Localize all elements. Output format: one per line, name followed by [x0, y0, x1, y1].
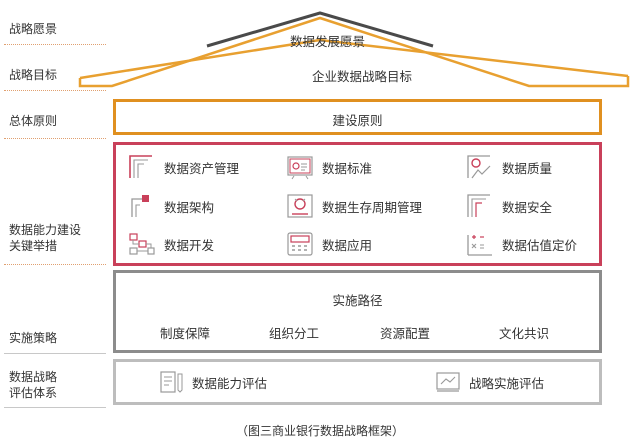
roof-graphics: [78, 11, 630, 88]
row-divider: [4, 264, 106, 265]
capability-item: 数据开发: [128, 231, 214, 257]
security-icon: [467, 194, 490, 217]
row-label-vision: 战略愿景: [9, 22, 58, 36]
capability-label: 数据架构: [164, 199, 215, 215]
row-divider: [4, 44, 106, 45]
strategy-item: 制度保障: [160, 326, 211, 341]
row-label-goal: 战略目标: [9, 68, 58, 82]
row-label-evaluation: 数据战略 评估体系: [9, 370, 58, 400]
goal-roof-inner: [79, 38, 629, 80]
row-divider: [4, 90, 106, 91]
evaluation-box: [113, 359, 602, 405]
evaluation-label: 数据能力评估: [192, 375, 268, 391]
lifecycle-icon: [287, 194, 313, 218]
row-label-capability: 数据能力建设 关键举措: [9, 223, 82, 253]
strategy-item: 文化共识: [499, 326, 550, 341]
capability-label: 数据估值定价: [502, 237, 578, 253]
capability-label: 数据资产管理: [164, 160, 240, 176]
capability-label: 数据开发: [164, 237, 215, 253]
evaluation-item: 数据能力评估: [158, 370, 267, 394]
capability-item: 数据应用: [286, 231, 372, 257]
principle-text: 建设原则: [332, 113, 383, 128]
development-icon: [129, 233, 155, 255]
asset-management-icon: [129, 155, 152, 178]
goal-roof-outline: [78, 16, 630, 88]
valuation-icon: [467, 235, 492, 256]
row-divider: [4, 353, 106, 354]
capability-item: 数据估值定价: [466, 231, 577, 257]
capability-item: 数据生存周期管理: [286, 193, 422, 219]
capability-label: 数据应用: [322, 237, 373, 253]
strategy-item: 组织分工: [269, 326, 320, 341]
row-divider: [4, 407, 106, 408]
capability-item: 数据安全: [466, 193, 552, 219]
strategy-item: 资源配置: [380, 326, 431, 341]
evaluation-label: 战略实施评估: [469, 375, 545, 391]
row-divider: [4, 138, 106, 139]
application-icon: [287, 232, 313, 256]
evaluation-item: 战略实施评估: [435, 370, 544, 394]
figure-caption: （图三商业银行数据战略框架）: [235, 424, 404, 438]
capability-item: 数据资产管理: [128, 154, 239, 180]
capability-item: 数据质量: [466, 154, 552, 180]
capability-box: [113, 142, 602, 266]
implementation-title: 实施路径: [332, 293, 383, 308]
implementation-box: 实施路径: [113, 270, 602, 353]
row-label-implementation: 实施策略: [9, 331, 58, 345]
principle-box: 建设原则: [113, 99, 602, 135]
capability-label: 数据标准: [322, 160, 373, 176]
quality-icon: [467, 155, 491, 179]
capability-label: 数据生存周期管理: [322, 199, 423, 215]
capability-assessment-icon: [160, 371, 183, 393]
capability-label: 数据质量: [502, 160, 553, 176]
vision-roof-line: [206, 11, 434, 48]
vision-text: 数据发展愿景: [290, 34, 366, 49]
capability-label: 数据安全: [502, 199, 553, 215]
architecture-icon: [131, 195, 149, 217]
standard-icon: [287, 156, 313, 180]
capability-item: 数据架构: [128, 193, 214, 219]
goal-text: 企业数据战略目标: [312, 69, 413, 84]
strategy-assessment-icon: [436, 372, 460, 392]
capability-item: 数据标准: [286, 154, 372, 180]
row-label-principle: 总体原则: [9, 114, 58, 128]
